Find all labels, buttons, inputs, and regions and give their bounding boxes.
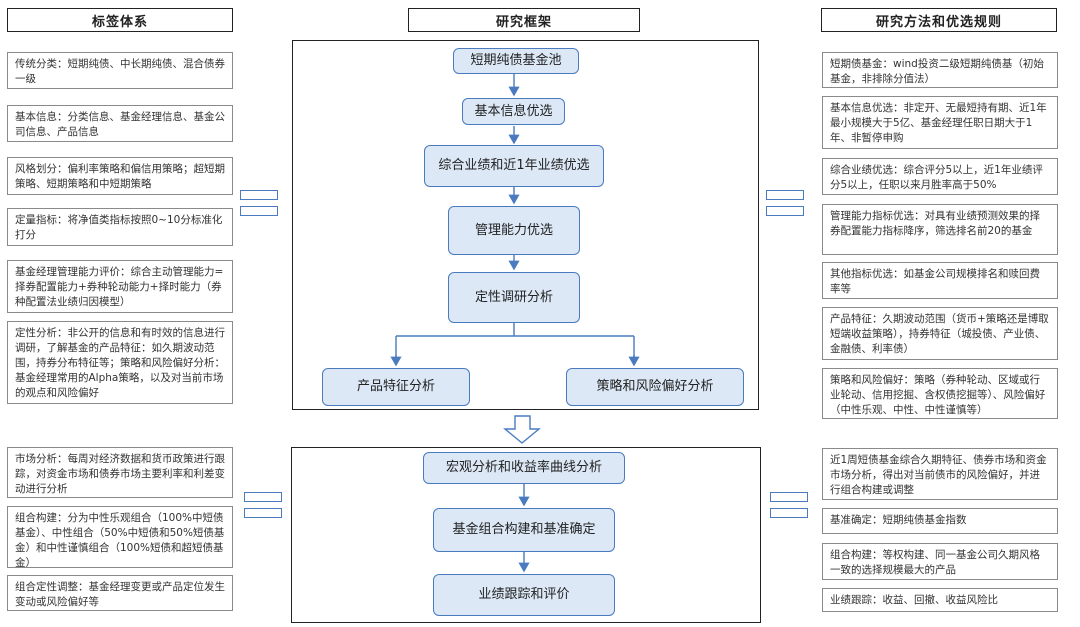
left-box-traditional-class: 传统分类：短期纯债、中长期纯债、混合债券一级: [7, 52, 233, 89]
node-product-features: 产品特征分析: [322, 368, 470, 406]
right-box-product-features: 产品特征：久期波动范围（货币+策略还是博取短端收益策略），持券特征（城投债、产业…: [822, 307, 1058, 360]
header-research-methods: 研究方法和优选规则: [821, 8, 1057, 32]
left-box-qualitative: 定性分析：非公开的信息和有时效的信息进行调研，了解基金的产品特征：如久期波动范围…: [7, 321, 233, 404]
connector-bar: [766, 206, 804, 216]
node-basic-info-select: 基本信息优选: [462, 98, 565, 125]
connector-bar: [770, 492, 808, 502]
hollow-down-arrow-icon: [503, 415, 541, 444]
header-research-framework: 研究框架: [408, 8, 640, 32]
right-box-short-bond-fund: 短期债基金：wind投资二级短期纯债基（初始基金，非排除分值法）: [822, 52, 1058, 88]
right-box-strategy-risk: 策略和风险偏好：策略（券种轮动、区域或行业轮动、信用挖掘、含权债挖掘等）、风险偏…: [822, 368, 1058, 419]
node-portfolio-benchmark: 基金组合构建和基准确定: [433, 508, 615, 552]
node-strategy-risk: 策略和风险偏好分析: [566, 368, 744, 406]
left-box-portfolio-adjust: 组合定性调整：基金经理变更或产品定位发生变动或风险偏好等: [7, 575, 233, 611]
connector-bar: [240, 206, 278, 216]
right-box-basic-info-select: 基本信息优选：非定开、无最短持有期、近1年最小规模大于5亿、基金经理任职日期大于…: [822, 96, 1058, 149]
node-ability-select: 管理能力优选: [448, 206, 580, 255]
left-box-style: 风格划分：偏利率策略和偏信用策略；超短期策略、短期策略和中短期策略: [7, 157, 233, 195]
right-box-portfolio-construction: 组合构建：等权构建、同一基金公司久期风格一致的选择规模最大的产品: [822, 543, 1058, 580]
connector-bar: [766, 190, 804, 200]
right-box-other-metrics: 其他指标优选：如基金公司规模排名和赎回费率等: [822, 262, 1058, 299]
left-box-manager-ability: 基金经理管理能力评价：综合主动管理能力=择券配置能力+券种轮动能力+择时能力（券…: [7, 260, 233, 313]
node-short-bond-pool: 短期纯债基金池: [453, 48, 579, 74]
right-box-performance-select: 综合业绩优选：综合评分5以上，近1年业绩评分5以上，任职以来月胜率高于50%: [822, 158, 1058, 195]
right-box-ability-select: 管理能力指标优选：对具有业绩预测效果的择券配置能力指标降序，筛选排名前20的基金: [822, 204, 1058, 255]
header-tag-system: 标签体系: [7, 8, 233, 32]
arrow-split: [395, 323, 635, 360]
node-performance-select: 综合业绩和近1年业绩优选: [424, 145, 604, 187]
connector-bar: [244, 492, 282, 502]
node-qualitative-research: 定性调研分析: [448, 272, 580, 323]
left-box-market-analysis: 市场分析：每周对经济数据和货币政策进行跟踪，对资金市场和债券市场主要利率和利差变…: [7, 447, 233, 498]
right-box-benchmark: 基准确定：短期纯债基金指数: [822, 508, 1058, 534]
left-box-quant-metrics: 定量指标：将净值类指标按照0~10分标准化打分: [7, 208, 233, 246]
left-box-portfolio-build: 组合构建：分为中性乐观组合（100%中短债基金）、中性组合（50%中短债和50%…: [7, 506, 233, 569]
left-box-basic-info: 基本信息：分类信息、基金经理信息、基金公司信息、产品信息: [7, 105, 233, 142]
right-box-performance-tracking: 业绩跟踪：收益、回撤、收益风险比: [822, 588, 1058, 612]
connector-bar: [240, 190, 278, 200]
connector-bar: [770, 508, 808, 518]
right-box-weekly-analysis: 近1周短债基金综合久期特征、债券市场和资金市场分析，得出对当前债市的风险偏好，并…: [822, 448, 1058, 500]
connector-bar: [244, 508, 282, 518]
node-macro-analysis: 宏观分析和收益率曲线分析: [423, 452, 625, 484]
node-tracking-evaluation: 业绩跟踪和评价: [433, 574, 615, 616]
